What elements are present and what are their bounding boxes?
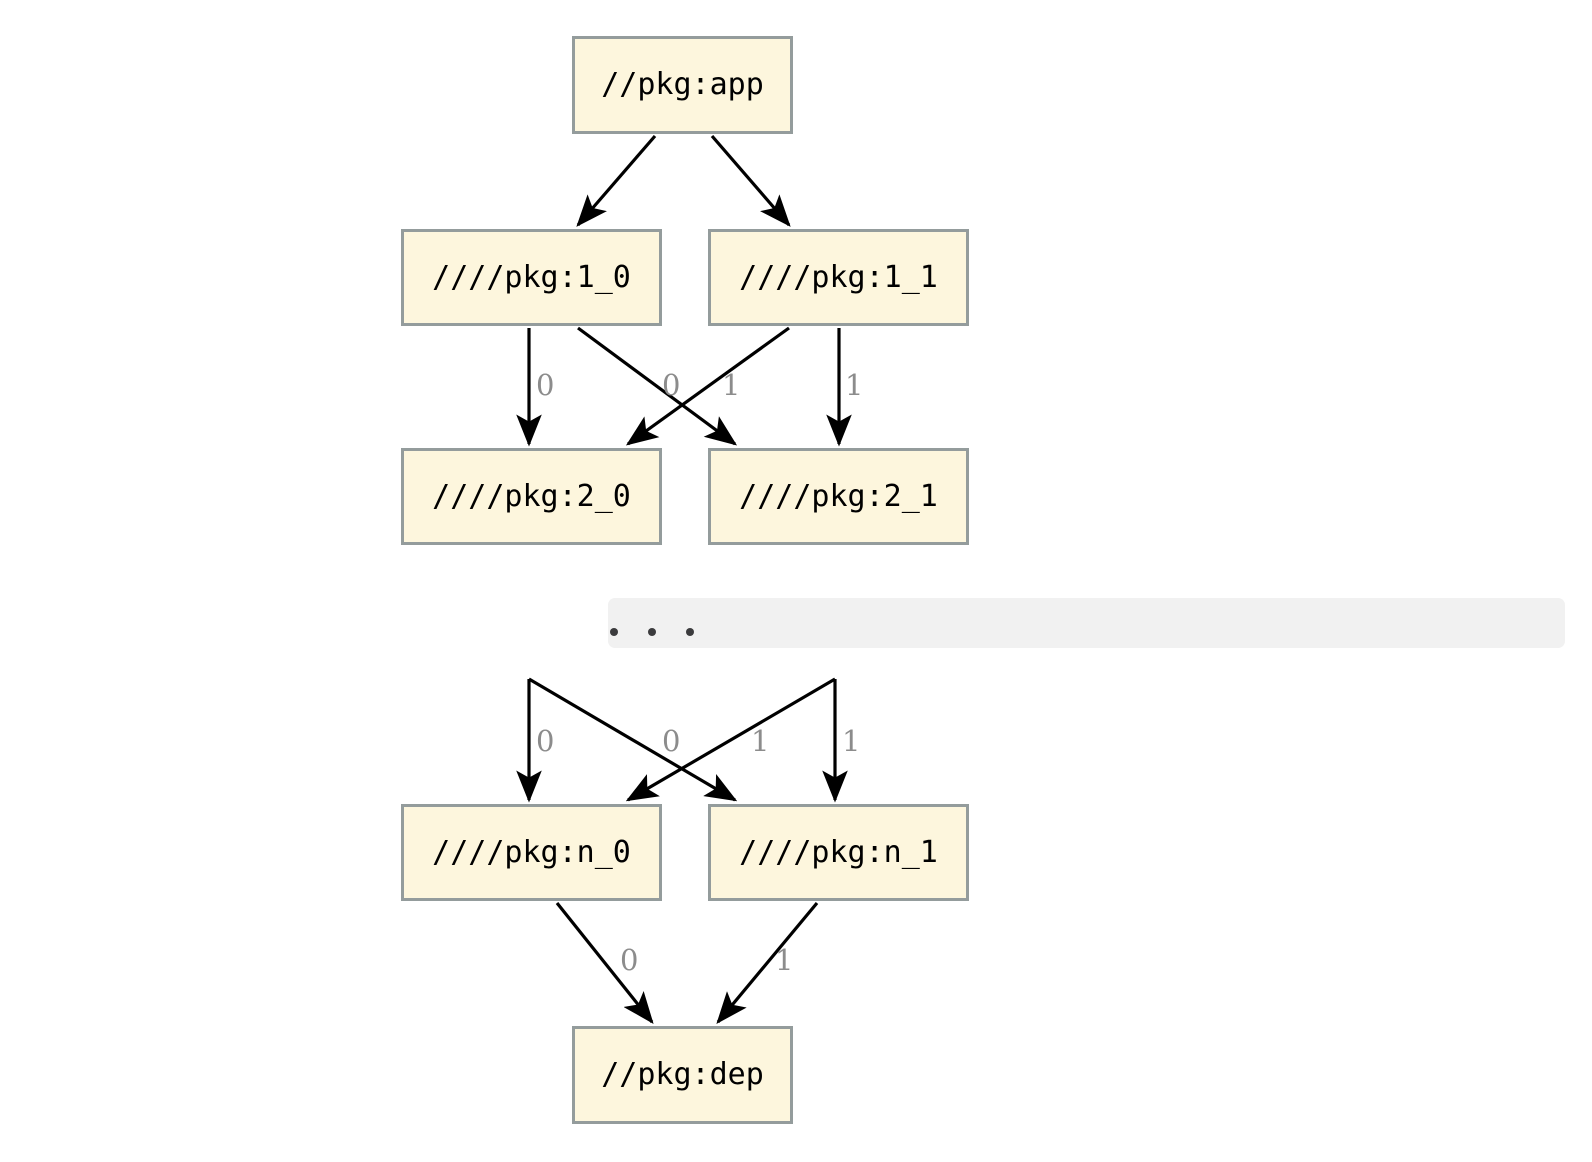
graph-edge-src-to-ln_1 — [528, 677, 738, 802]
graph-edge-l1_0-to-l2_1 — [577, 326, 738, 446]
graph-node-label: //pkg:dep — [601, 1057, 764, 1092]
graph-edge-app-to-l1_1 — [710, 134, 791, 227]
graph-node-label: ////pkg:1_0 — [432, 259, 631, 295]
graph-edge-app-to-l1_0 — [576, 134, 657, 227]
graph-node-label: ////pkg:n_0 — [432, 834, 631, 870]
graph-node-app[interactable]: //pkg:app — [572, 36, 793, 134]
edge-label: 1 — [845, 368, 864, 402]
edge-label: 0 — [662, 368, 681, 402]
graph-node-label: ////pkg:1_1 — [739, 259, 938, 295]
edge-label: 1 — [775, 943, 794, 977]
graph-edge-ln_1-to-dep — [716, 901, 819, 1024]
edge-label: 0 — [620, 943, 639, 977]
edge-label: 1 — [751, 724, 770, 758]
graph-node-label: //pkg:app — [601, 67, 764, 102]
graph-node-l2_0[interactable]: ////pkg:2_0 — [401, 448, 662, 545]
edge-label: 1 — [842, 724, 861, 758]
ellipsis-separator-band — [608, 598, 1565, 648]
ellipsis-dot — [648, 628, 656, 636]
ellipsis-dot — [610, 628, 618, 636]
edge-label: 1 — [722, 368, 741, 402]
edge-line-group — [516, 134, 852, 1025]
edge-label: 0 — [662, 724, 681, 758]
ellipsis-dots — [610, 618, 694, 646]
graph-edge-src-to-ln_0 — [625, 677, 836, 802]
graph-edge-l1_1-to-l2_0 — [625, 326, 790, 446]
graph-node-label: ////pkg:n_1 — [739, 834, 938, 870]
ellipsis-dot — [686, 628, 694, 636]
graph-node-l2_1[interactable]: ////pkg:2_1 — [708, 448, 969, 545]
graph-node-l1_1[interactable]: ////pkg:1_1 — [708, 229, 969, 326]
graph-node-label: ////pkg:2_0 — [432, 478, 631, 514]
graph-node-ln_1[interactable]: ////pkg:n_1 — [708, 804, 969, 901]
graph-node-l1_0[interactable]: ////pkg:1_0 — [401, 229, 662, 326]
graph-node-label: ////pkg:2_1 — [739, 478, 938, 514]
graph-node-ln_0[interactable]: ////pkg:n_0 — [401, 804, 662, 901]
edge-label: 0 — [536, 724, 555, 758]
edge-label: 0 — [536, 368, 555, 402]
graph-edge-ln_0-to-dep — [555, 902, 654, 1025]
graph-node-dep[interactable]: //pkg:dep — [572, 1026, 793, 1124]
